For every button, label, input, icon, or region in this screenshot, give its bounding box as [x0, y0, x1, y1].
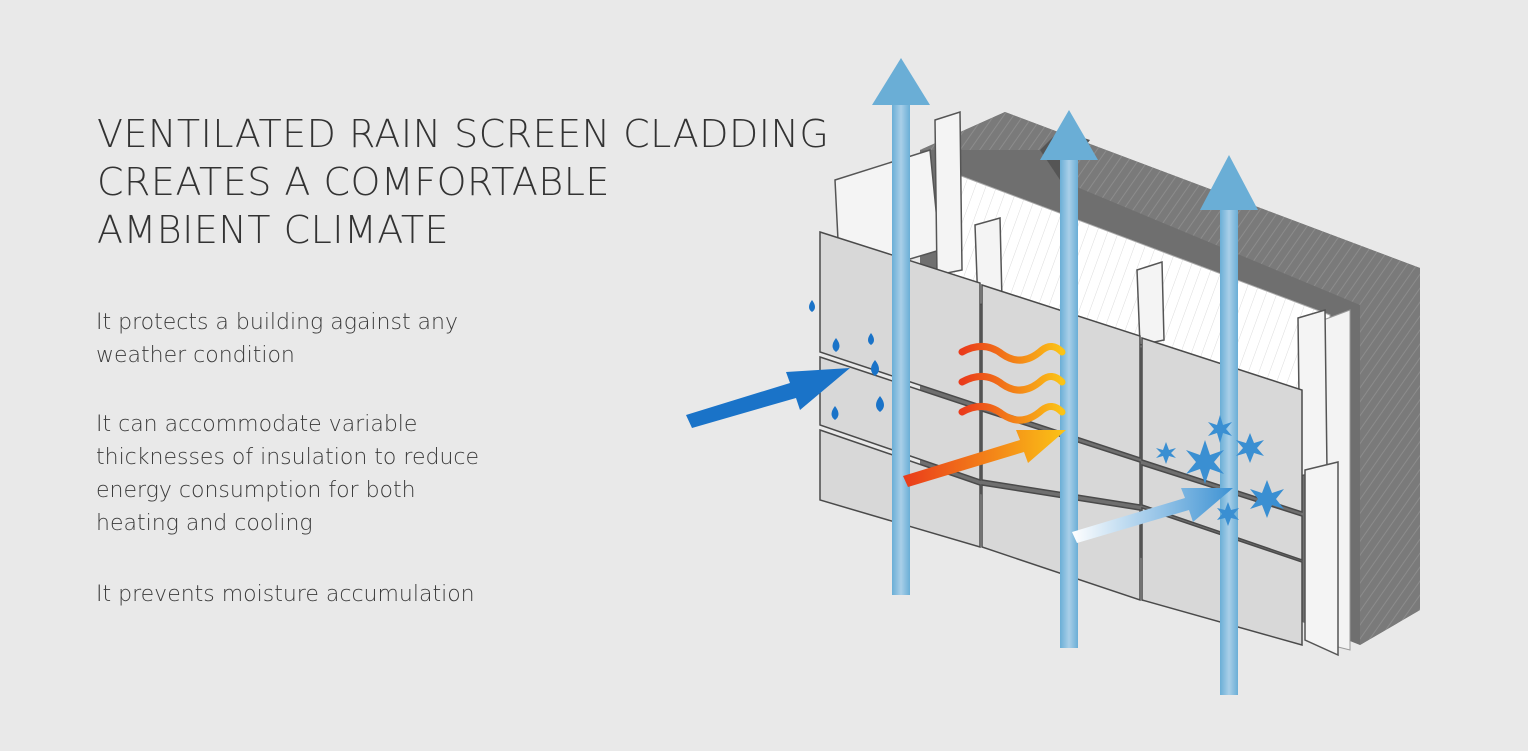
- benefit-line: energy consumption for both: [96, 478, 416, 503]
- title-line-1: VENTILATED RAIN SCREEN CLADDING: [97, 112, 830, 156]
- benefit-line: weather condition: [96, 343, 295, 368]
- heat-arrow-icon: [903, 430, 1066, 487]
- benefit-line: heating and cooling: [96, 511, 313, 536]
- benefit-insulation: It can accommodate variable thicknesses …: [96, 408, 479, 540]
- title-line-3: AMBIENT CLIMATE: [97, 208, 450, 252]
- water-drop-icon: [809, 300, 884, 420]
- benefit-line: It prevents moisture accumulation: [96, 582, 475, 607]
- page-title: VENTILATED RAIN SCREEN CLADDING CREATES …: [97, 110, 829, 254]
- arrow-up-icon: [872, 58, 930, 595]
- benefit-line: It protects a building against any: [96, 310, 459, 335]
- heat-wave-icon: [958, 343, 1066, 424]
- cold-arrow-icon: [1072, 488, 1233, 543]
- snowflake-icon: [1156, 415, 1284, 526]
- arrow-up-icon: [1040, 110, 1098, 648]
- benefit-line: thicknesses of insulation to reduce: [96, 445, 480, 470]
- benefit-weather-protection: It protects a building against any weath…: [96, 306, 458, 372]
- cladding-illustration: [686, 58, 1420, 695]
- arrow-up-icon: [1200, 155, 1258, 695]
- benefit-line: It can accommodate variable: [96, 412, 418, 437]
- title-line-2: CREATES A COMFORTABLE: [97, 160, 610, 204]
- wind-arrow-icon: [686, 368, 850, 428]
- benefit-moisture: It prevents moisture accumulation: [96, 578, 475, 611]
